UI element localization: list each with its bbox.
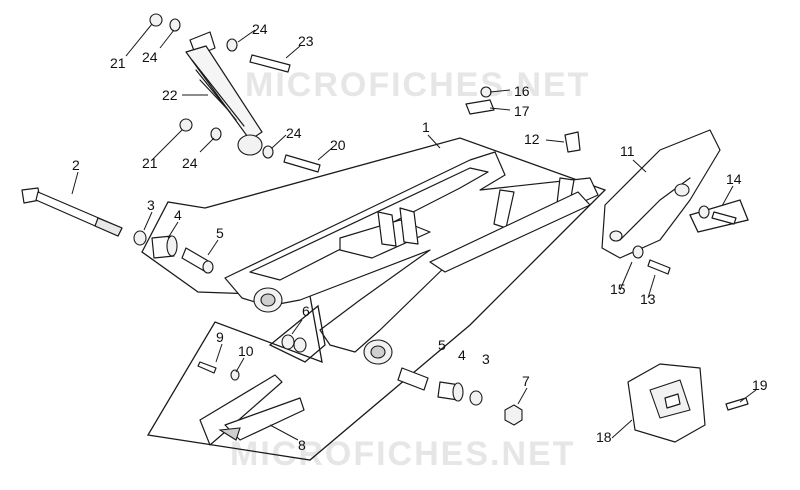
callout-24-a: 24	[142, 49, 158, 65]
cover-plate	[627, 363, 706, 443]
callout-8: 8	[298, 437, 306, 453]
screw-19	[725, 397, 749, 411]
callout-20: 20	[330, 137, 346, 153]
washer-left	[133, 230, 147, 246]
callout-18: 18	[596, 429, 612, 445]
callout-17: 17	[514, 103, 530, 119]
callout-5-right: 5	[438, 337, 446, 353]
callout-13: 13	[640, 291, 656, 307]
washer-14	[698, 205, 710, 219]
bushing-left	[151, 235, 178, 259]
chain-guard	[601, 129, 721, 259]
shock-nut-lower	[179, 118, 193, 132]
callout-15: 15	[610, 281, 626, 297]
shock-washer-top	[169, 18, 181, 32]
watermark-bottom: MICROFICHES.NET	[230, 435, 575, 473]
callout-24-b: 24	[252, 21, 268, 37]
shock-washer-lower	[210, 127, 222, 141]
callout-16: 16	[514, 83, 530, 99]
spacer-right	[397, 367, 429, 391]
bushing-right	[437, 381, 464, 402]
watermark-top: MICROFICHES.NET	[245, 66, 590, 104]
callout-11: 11	[620, 143, 635, 159]
washer-10	[230, 369, 240, 381]
callout-24-c: 24	[286, 125, 302, 141]
group-box-6	[268, 304, 326, 363]
callout-21-top: 21	[110, 55, 126, 71]
callout-19: 19	[752, 377, 768, 393]
callout-12: 12	[524, 131, 540, 147]
group-box-14	[689, 199, 749, 233]
swingarm	[224, 151, 599, 365]
clip-12	[564, 131, 581, 153]
callout-23: 23	[298, 33, 314, 49]
shock-washer-lower-right	[262, 145, 274, 159]
callout-21-lower: 21	[142, 155, 158, 171]
swingarm-group-outline	[141, 137, 607, 461]
callout-3-right: 3	[482, 351, 490, 367]
callout-labels: 1 2 3 4 5 6 7 8 9 10 11 12 13 14 15 16 1…	[72, 21, 768, 453]
nut-7	[504, 404, 523, 426]
callout-24-d: 24	[182, 155, 198, 171]
shock-absorber	[185, 31, 263, 156]
callout-4-right: 4	[458, 347, 466, 363]
clip-16-17	[465, 86, 495, 115]
callout-10: 10	[238, 343, 254, 359]
callout-9: 9	[216, 329, 224, 345]
screw-9	[197, 361, 217, 374]
callout-3-left: 3	[147, 197, 155, 213]
chain-slider	[199, 374, 305, 446]
callout-22: 22	[162, 87, 178, 103]
shock-nut-top	[149, 13, 163, 27]
callout-6: 6	[302, 303, 310, 319]
washer-right	[469, 390, 483, 406]
callout-7: 7	[522, 373, 530, 389]
bolt-13	[647, 259, 671, 275]
washer-15	[632, 245, 644, 259]
shock-washer-upper-right	[226, 38, 238, 52]
pivot-bolt	[21, 187, 123, 237]
spacer-left	[181, 247, 214, 274]
leader-lines	[71, 23, 757, 441]
callout-1: 1	[422, 119, 430, 135]
callout-2: 2	[72, 157, 80, 173]
washer-6b	[293, 337, 307, 353]
washer-6a	[281, 334, 295, 350]
bolt-14	[711, 211, 737, 225]
callout-4-left: 4	[174, 207, 182, 223]
bolt-20	[283, 154, 321, 173]
callout-5-left: 5	[216, 225, 224, 241]
callout-14: 14	[726, 171, 742, 187]
bolt-23	[249, 54, 291, 73]
